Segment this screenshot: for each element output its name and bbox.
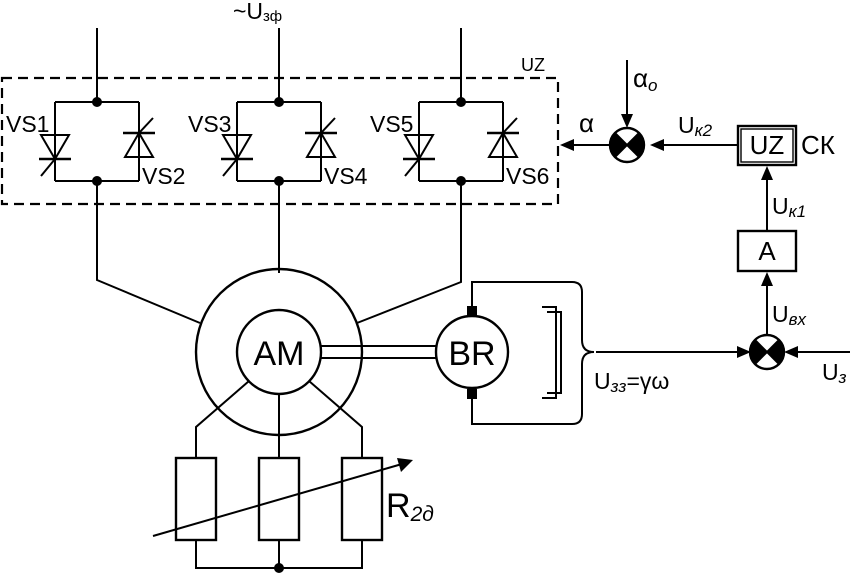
thyristor-vs5-label: VS5 [370, 111, 413, 137]
phase-shifter-inner-frame [740, 128, 794, 163]
setpoint-voltage-label: Uз [822, 359, 847, 387]
variable-resistor-arrowhead [397, 458, 413, 472]
phase-shifter-side-label: СК [801, 130, 835, 160]
alpha0-arrowhead [621, 114, 633, 128]
tacho-label: BR [448, 335, 495, 373]
variable-resistor-arrow-shaft [152, 463, 403, 537]
thyristor-pair-2 [221, 97, 337, 186]
amplifier-block [736, 229, 798, 273]
thyristor-vs3-label: VS3 [188, 111, 231, 137]
thyristor-vs2-label: VS2 [142, 163, 185, 189]
stator-wiring [96, 181, 462, 324]
alpha-output-arrowhead [560, 139, 574, 151]
resistor-label: R2д [386, 487, 434, 526]
thyristor-vs1-label: VS1 [6, 111, 49, 137]
converter-label: UZ [521, 55, 545, 75]
feedback-voltage-label: Uзз=γω [594, 368, 669, 396]
tacho-field-winding [542, 306, 562, 399]
tacho-brushes [467, 281, 572, 425]
motor-shaft [321, 345, 436, 359]
input-signal-arrowhead [761, 272, 773, 286]
input-signal-label: Uвх [772, 301, 806, 329]
motor-label: AM [254, 335, 305, 373]
feedback-brace [571, 281, 595, 425]
phase-shifter-label: UZ [750, 130, 785, 160]
uk2-label: Uк2 [678, 112, 713, 140]
supply-voltage-label: ~Uзф [233, 0, 282, 25]
supply-lines [96, 28, 462, 102]
uk2-arrowhead [650, 139, 664, 151]
thyristor-vs4-label: VS4 [324, 163, 368, 189]
rotor-resistor-3 [340, 456, 384, 542]
setpoint-arrowhead [784, 346, 798, 358]
alpha0-label: αо [633, 63, 658, 95]
uk1-label: Uк1 [772, 193, 806, 221]
thyristor-pair-3 [403, 97, 519, 186]
thyristor-vs6-label: VS6 [506, 163, 549, 189]
alpha-output-label: α [579, 108, 594, 138]
rotor-resistor-1 [174, 456, 218, 542]
rotor-wiring [195, 380, 363, 573]
thyristor-pair-1 [39, 97, 155, 186]
uk1-arrowhead [761, 166, 773, 180]
alpha-summing-junction [608, 126, 646, 164]
input-summing-junction [748, 333, 786, 371]
phase-shifter-block [736, 124, 798, 167]
amplifier-label: A [758, 236, 776, 266]
feedback-arrowhead [737, 346, 751, 358]
